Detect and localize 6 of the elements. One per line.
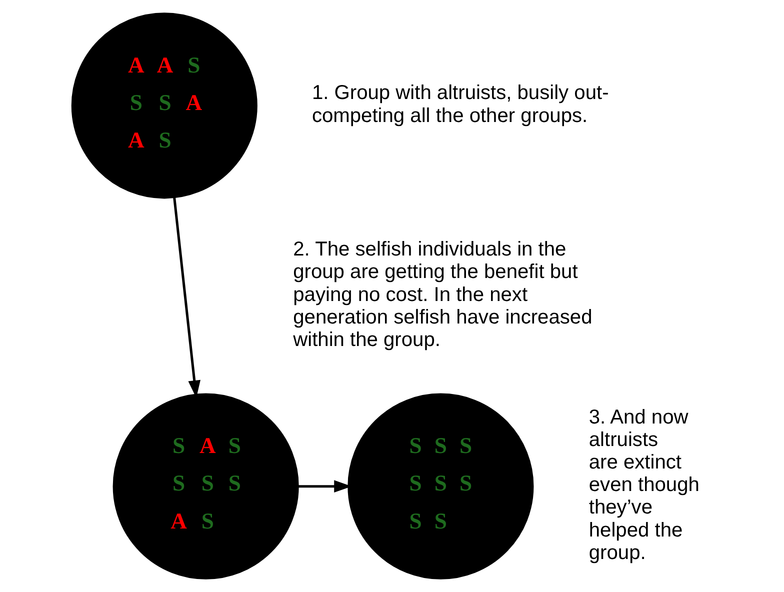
node-circle: A A S S S A A S [71,12,258,199]
node-label: 1. Group with altruists, busily out-competing all the other groups. [312,82,609,127]
node-label: 2. The selfish individuals in the group are getting the benefit but paying no cost. In the next generation selfish have increased within the group. [293,238,592,351]
node-label: 3. And now altruists are extinct even though they’ve helped the group. [588,406,700,564]
node-circle: S S S S S S S S [348,393,534,580]
node-circle: S A S S S S A S [112,393,299,580]
